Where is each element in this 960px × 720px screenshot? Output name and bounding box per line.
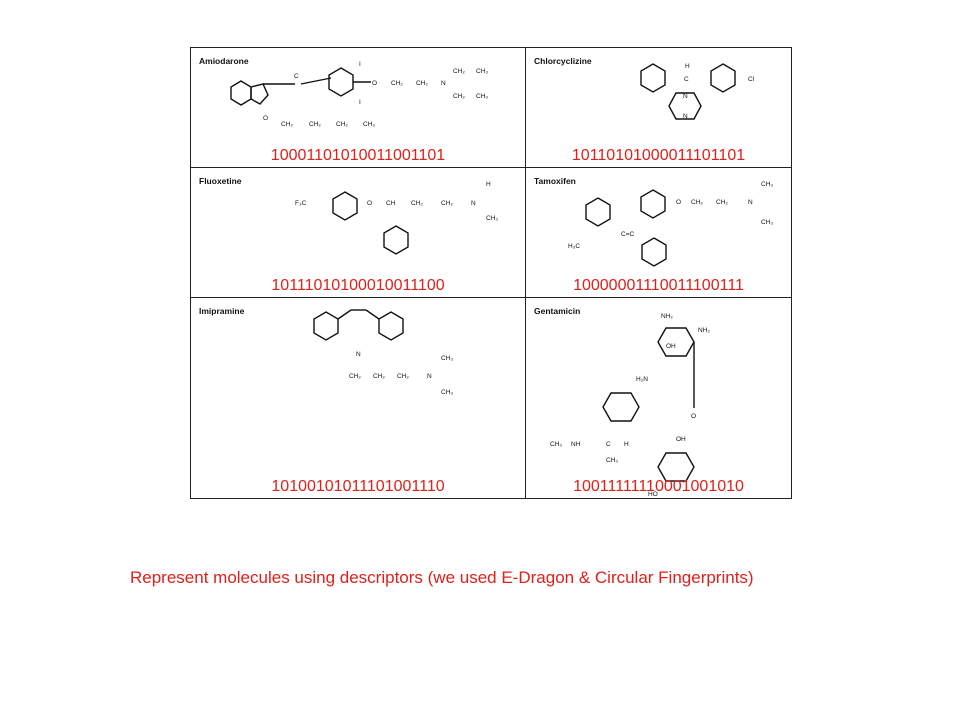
grid-divider-vertical [525, 48, 526, 498]
svg-text:Cl: Cl [748, 76, 755, 83]
slide-caption: Represent molecules using descriptors (w… [130, 568, 754, 587]
svg-text:CH₂: CH₂ [453, 93, 465, 100]
svg-text:CH₂: CH₂ [391, 80, 403, 87]
svg-text:CH₃: CH₃ [476, 93, 488, 100]
fluoxetine-structure: F₃C O CH CH₂ CH₂ N H CH₃ [295, 181, 498, 255]
fingerprint-code: 10001101010011001101 [270, 147, 446, 164]
molecule-grid: Amiodarone C I I O CH₂ CH₂ N CH₂ CH₃ CH₂… [190, 47, 792, 499]
cell-imipramine: Imipramine N CH₂ CH₂ CH₂ N CH₃ CH₃ 10100… [191, 298, 525, 498]
svg-text:CH₂: CH₂ [349, 373, 361, 380]
svg-text:CH₃: CH₃ [606, 457, 618, 464]
fingerprint-code: 10111010100010011100 [271, 277, 445, 294]
molecule-name: Chlorcyclizine [534, 56, 592, 66]
svg-text:CH₃: CH₃ [441, 389, 453, 396]
svg-text:N: N [683, 93, 688, 100]
svg-text:N: N [427, 373, 432, 380]
svg-text:CH₂: CH₂ [716, 199, 728, 206]
fingerprint-code: 10011111110001001010 [573, 478, 744, 495]
svg-text:N: N [471, 200, 476, 207]
chlorcyclizine-structure: H C Cl N N [640, 63, 755, 120]
svg-text:H: H [685, 63, 690, 70]
svg-text:O: O [367, 200, 372, 207]
svg-text:F₃C: F₃C [295, 200, 307, 207]
svg-text:NH₂: NH₂ [661, 313, 673, 320]
gentamicin-structure: NH₂ NH₂ OH O H₂N CH₃ NH C H CH₃ OH HO [550, 313, 710, 498]
svg-text:CH₂: CH₂ [416, 80, 428, 87]
tamoxifen-structure: O CH₂ CH₂ N CH₃ CH₃ C=C H₃C [568, 181, 773, 267]
svg-text:C: C [294, 73, 299, 80]
svg-text:CH₂: CH₂ [397, 373, 409, 380]
svg-text:N: N [748, 199, 753, 206]
svg-text:O: O [263, 115, 268, 122]
svg-text:CH₃: CH₃ [476, 68, 488, 75]
molecule-name: Amiodarone [199, 56, 249, 66]
svg-text:CH₃: CH₃ [363, 121, 375, 128]
svg-text:O: O [676, 199, 681, 206]
svg-text:N: N [356, 351, 361, 358]
fingerprint-code: 10100101011101001110 [271, 478, 445, 495]
svg-text:CH₂: CH₂ [411, 200, 423, 207]
svg-text:NH: NH [571, 441, 581, 448]
svg-text:CH₃: CH₃ [441, 355, 453, 362]
svg-text:CH₂: CH₂ [336, 121, 348, 128]
cell-gentamicin: Gentamicin NH₂ NH₂ OH O H₂N CH₃ NH C H C… [526, 298, 791, 498]
molecule-name: Fluoxetine [199, 176, 242, 186]
svg-text:I: I [359, 99, 361, 106]
cell-tamoxifen: Tamoxifen O CH₂ CH₂ N CH₃ CH₃ C=C H₃C 10… [526, 168, 791, 297]
molecule-name: Tamoxifen [534, 176, 576, 186]
svg-text:C=C: C=C [621, 231, 634, 238]
molecule-name: Gentamicin [534, 306, 581, 316]
grid-divider-row-2 [191, 297, 791, 298]
svg-text:OH: OH [666, 343, 676, 350]
svg-text:I: I [359, 61, 361, 68]
svg-text:CH₃: CH₃ [486, 215, 498, 222]
svg-text:N: N [683, 113, 688, 120]
cell-fluoxetine: Fluoxetine F₃C O CH CH₂ CH₂ N H CH₃ 1011… [191, 168, 525, 297]
svg-text:CH₂: CH₂ [373, 373, 385, 380]
svg-text:O: O [691, 413, 696, 420]
amiodarone-structure: C I I O CH₂ CH₂ N CH₂ CH₃ CH₂ CH₃ O CH₂ … [230, 61, 488, 128]
svg-text:CH₃: CH₃ [550, 441, 562, 448]
svg-text:CH₃: CH₃ [761, 219, 773, 226]
svg-text:HO: HO [648, 491, 658, 498]
svg-text:CH₂: CH₂ [691, 199, 703, 206]
svg-text:NH₂: NH₂ [698, 327, 710, 334]
cell-amiodarone: Amiodarone C I I O CH₂ CH₂ N CH₂ CH₃ CH₂… [191, 48, 525, 167]
grid-divider-row-1 [191, 167, 791, 168]
svg-text:N: N [441, 80, 446, 87]
svg-text:CH₂: CH₂ [453, 68, 465, 75]
svg-text:OH: OH [676, 436, 686, 443]
svg-text:C: C [684, 76, 689, 83]
svg-text:CH₂: CH₂ [309, 121, 321, 128]
svg-text:C: C [606, 441, 611, 448]
svg-text:H: H [624, 441, 629, 448]
fingerprint-code: 10110101000011101101 [571, 147, 746, 164]
svg-text:H₃C: H₃C [568, 243, 580, 250]
molecule-name: Imipramine [199, 306, 245, 316]
svg-text:O: O [372, 80, 377, 87]
svg-text:CH: CH [386, 200, 396, 207]
cell-chlorcyclizine: Chlorcyclizine H C Cl N N 10110101000011… [526, 48, 791, 167]
svg-text:H: H [486, 181, 491, 188]
svg-text:CH₂: CH₂ [281, 121, 293, 128]
svg-text:CH₂: CH₂ [441, 200, 453, 207]
svg-text:H₂N: H₂N [636, 376, 648, 383]
imipramine-structure: N CH₂ CH₂ CH₂ N CH₃ CH₃ [313, 309, 453, 396]
fingerprint-code: 10000001110011100111 [573, 277, 744, 294]
svg-text:CH₃: CH₃ [761, 181, 773, 188]
